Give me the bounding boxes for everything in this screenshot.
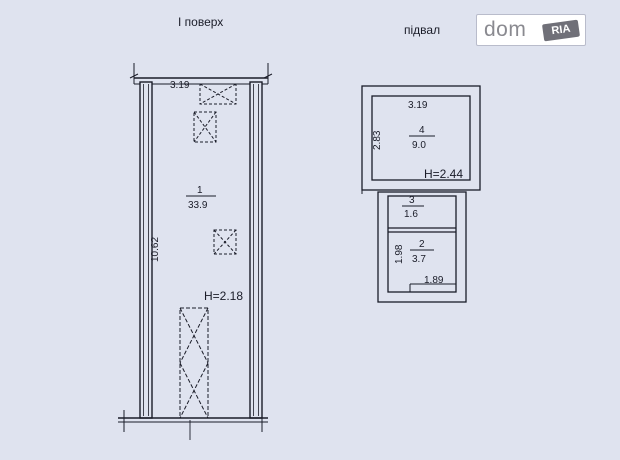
room2-number: 2 (419, 239, 425, 250)
room2-area: 3.7 (412, 254, 426, 265)
room4-number: 4 (419, 125, 425, 136)
vent-box-middle (213, 229, 237, 255)
basement-height: H=2.44 (424, 167, 463, 181)
room3-number: 3 (409, 195, 415, 206)
room4-inner-wall (371, 95, 471, 181)
lower-outer-wall (377, 191, 467, 303)
watermark-ria-badge: RIA (541, 19, 581, 42)
room1-area: 33.9 (188, 200, 208, 211)
vent-box-top (199, 83, 237, 105)
room4-width: 3.19 (408, 100, 428, 111)
ground-floor-title: І поверх (178, 15, 223, 29)
watermark-dom-text: dom (484, 18, 527, 41)
room2-width: 1.89 (424, 275, 444, 286)
domria-watermark: dom RIA (476, 14, 586, 46)
basement-plan (361, 85, 481, 303)
ground-floor-plan (118, 63, 273, 440)
top-right-serif (263, 73, 273, 79)
room2-depth: 1.98 (394, 244, 405, 264)
ground-floor-height: H=2.18 (204, 289, 243, 303)
lower-inner-wall (387, 195, 457, 293)
room3-area: 1.6 (404, 209, 418, 220)
room4-outer-wall (361, 85, 481, 191)
ground-side-dimension: 10.62 (150, 237, 161, 262)
basement-title: підвал (404, 23, 440, 37)
stair-opening (179, 307, 209, 419)
top-left-serif (129, 73, 139, 79)
room4-depth: 2.83 (372, 130, 383, 150)
vent-box-upper (193, 111, 217, 143)
room4-area: 9.0 (412, 140, 426, 151)
right-wall (249, 81, 263, 419)
ground-top-dimension: 3.19 (170, 80, 190, 91)
room1-number: 1 (197, 185, 203, 196)
